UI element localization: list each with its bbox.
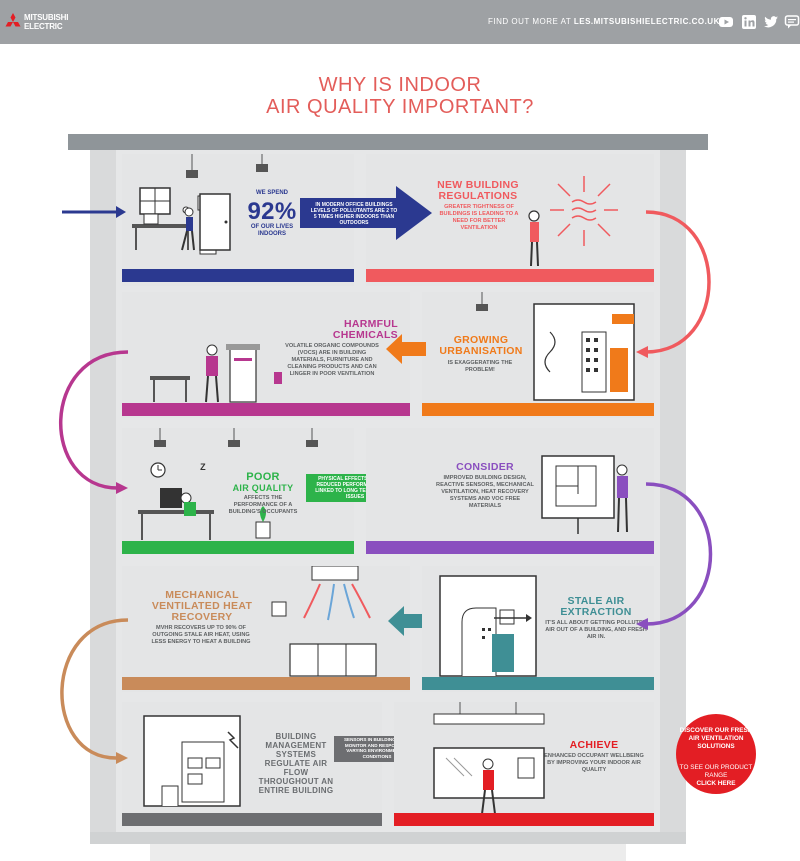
achieve-illustration <box>433 702 545 815</box>
pollutants-arrow-text: IN MODERN OFFICE BUILDINGS LEVELS OF POL… <box>310 202 398 226</box>
chemicals-heading-line1: HARMFUL <box>343 318 398 330</box>
panel-urbanisation <box>422 292 654 418</box>
cleaning-illustration <box>150 344 282 403</box>
city-window-illustration <box>476 292 635 401</box>
chemicals-bar <box>122 403 410 416</box>
site-header: MITSUBISHI ELECTRIC FIND OUT MORE AT LES… <box>0 0 800 44</box>
urbanisation-bar <box>422 403 654 416</box>
purple-loop-arrow <box>645 482 713 626</box>
poor-air-bar <box>122 541 354 554</box>
achieve-heading: ACHIEVE <box>569 739 619 751</box>
logo-line2: ELECTRIC <box>24 22 63 31</box>
arrow-right-navy-icon <box>300 186 432 240</box>
urbanisation-heading-line2: URBANISATION <box>439 345 523 357</box>
mitsubishi-logo[interactable]: MITSUBISHI ELECTRIC <box>4 8 74 36</box>
diamonds-logo-icon <box>5 13 21 27</box>
mvhr-heading-line3: RECOVERY <box>171 611 233 623</box>
poor-body: AFFECTS THE PERFORMANCE OF A BUILDING'S … <box>228 495 298 515</box>
cta-click-here-button[interactable]: DISCOVER OUR FRESH AIR VENTILATION SOLUT… <box>676 714 756 794</box>
find-out-prefix: FIND OUT MORE AT <box>488 17 572 26</box>
chat-icon[interactable] <box>784 14 800 30</box>
stale-heading-line1: STALE AIR <box>567 595 625 607</box>
panel-mvhr <box>122 566 410 692</box>
panel-achieve <box>394 702 654 826</box>
arrow-left-orange-icon <box>386 334 426 364</box>
find-out-more: FIND OUT MORE AT LES.MITSUBISHIELECTRIC.… <box>488 17 720 26</box>
stat-suffix-line2: INDOORS <box>257 231 286 237</box>
linkedin-icon[interactable] <box>741 14 757 30</box>
plans-illustration <box>541 455 628 534</box>
extraction-illustration <box>439 575 537 677</box>
coral-loop-arrow <box>645 210 711 354</box>
mvhr-heading-line2: VENTILATED HEAT <box>151 600 253 612</box>
find-out-link[interactable]: LES.MITSUBISHIELECTRIC.CO.UK <box>573 17 720 26</box>
page-title: WHY IS INDOOR AIR QUALITY IMPORTANT? <box>200 74 600 118</box>
panel-chemicals <box>122 292 410 418</box>
achieve-body: ENHANCED OCCUPANT WELLBEING BY IMPROVING… <box>544 753 644 773</box>
tired-worker-illustration <box>138 428 318 540</box>
panel-consider <box>366 428 654 554</box>
stale-air-bar <box>422 677 654 690</box>
panel-stale-air <box>422 566 654 692</box>
mvhr-body: MVHR RECOVERS UP TO 90% OF OUTGOING STAL… <box>151 625 251 645</box>
mvhr-illustration <box>271 566 377 677</box>
bms-text: BUILDING MANAGEMENT SYSTEMS REGULATE AIR… <box>258 732 334 795</box>
consider-heading: CONSIDER <box>456 461 514 473</box>
poor-heading-line2: AIR QUALITY <box>232 483 294 493</box>
sensors-arrow-text: SENSORS IN BUILDINGS CAN MONITOR AND RES… <box>343 737 411 759</box>
panel-bms <box>122 702 382 826</box>
urbanisation-body: IS EXAGGERATING THE PROBLEM! <box>447 360 513 373</box>
title-line1: WHY IS INDOOR <box>318 74 482 96</box>
title-line2: AIR QUALITY IMPORTANT? <box>266 96 534 118</box>
consider-bar <box>366 541 654 554</box>
chemicals-body: VOLATILE ORGANIC COMPOUNDS (VOCS) ARE IN… <box>285 343 379 377</box>
panel-indoors: WE SPEND 92% OF OUR LIVES INDOORS <box>122 154 354 286</box>
tan-loop-arrow <box>60 618 129 760</box>
regulations-heading-line1: NEW BUILDING <box>437 179 519 191</box>
youtube-icon[interactable] <box>718 14 734 30</box>
regulations-heading-line2: REGULATIONS <box>438 190 518 202</box>
cta-line2: TO SEE OUR PRODUCT RANGE <box>679 764 753 779</box>
building-pillar-left <box>90 150 116 832</box>
indoors-bar <box>122 269 354 282</box>
achieve-bar <box>394 813 654 826</box>
logo-line1: MITSUBISHI <box>24 13 69 22</box>
building-roof <box>68 134 708 150</box>
urbanisation-heading-line1: GROWING <box>453 334 509 346</box>
regulations-bar <box>366 269 654 282</box>
cta-line3: CLICK HERE <box>696 780 736 787</box>
stale-heading-line2: EXTRACTION <box>560 606 632 618</box>
building-base <box>90 832 686 844</box>
poor-heading-line1: POOR <box>246 471 280 483</box>
building-steps <box>150 844 626 861</box>
sleep-z-text: Z <box>200 462 206 472</box>
regulations-body: GREATER TIGHTNESS OF BUILDINGS IS LEADIN… <box>439 204 519 231</box>
bms-bar <box>122 813 382 826</box>
mvhr-bar <box>122 677 410 690</box>
stat-suffix-line1: OF OUR LIVES <box>250 224 294 230</box>
stat-value: 92% <box>247 198 297 225</box>
consider-body: IMPROVED BUILDING DESIGN, REACTIVE SENSO… <box>436 475 534 509</box>
stat-prefix: WE SPEND <box>255 190 288 196</box>
office-illustration <box>132 154 268 255</box>
mvhr-heading-line1: MECHANICAL <box>165 589 239 601</box>
chemicals-heading-line2: CHEMICALS <box>332 329 398 341</box>
bms-illustration <box>143 715 241 807</box>
magenta-loop-arrow <box>59 350 129 490</box>
regulations-illustration <box>528 176 618 267</box>
twitter-icon[interactable] <box>763 14 779 30</box>
cta-line1: DISCOVER OUR FRESH AIR VENTILATION SOLUT… <box>679 727 753 750</box>
arrow-left-teal-icon <box>388 606 428 636</box>
health-arrow-text: PHYSICAL EFFECTS CAUSING REDUCED PERFORM… <box>315 476 395 500</box>
stale-body: IT'S ALL ABOUT GETTING POLLUTED AIR OUT … <box>545 620 647 640</box>
